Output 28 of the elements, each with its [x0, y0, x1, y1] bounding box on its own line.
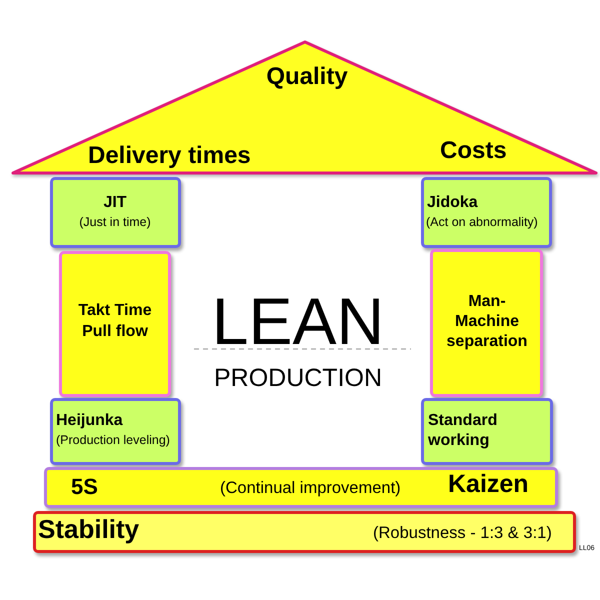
foundation-bar [33, 511, 576, 553]
note-text: (Production leveling) [56, 433, 170, 448]
pillar-block [421, 398, 553, 465]
heading-text: Delivery times [88, 142, 251, 170]
heading-text: Heijunka [56, 412, 123, 430]
pillar-block [59, 251, 171, 397]
pillar-block [50, 398, 181, 465]
roof-triangle [10, 40, 600, 176]
note-text: (Continual improvement) [220, 479, 401, 498]
title-text: LEAN [212, 295, 384, 348]
heading-text: Costs [440, 137, 507, 165]
heading-text: Takt Time Pull flow [77, 301, 153, 342]
foundation-bar [44, 467, 558, 508]
pillar-block [421, 177, 552, 248]
note-text: (Act on abnormality) [426, 215, 538, 230]
pillar-block [50, 177, 181, 248]
heading-text: Standard working [428, 411, 498, 451]
heading-text: Man-Machine separation [446, 292, 528, 352]
subtitle-text: PRODUCTION [214, 364, 382, 393]
heading-text: JIT [103, 194, 127, 212]
heading-text: Stability [38, 515, 140, 545]
note-text: (Just in time) [79, 215, 151, 230]
heading-text: Quality [266, 63, 348, 91]
heading-text: 5S [71, 474, 98, 500]
heading-text: Kaizen [448, 470, 529, 499]
pillar-block [430, 249, 543, 397]
note-text: (Robustness - 1:3 & 3:1) [373, 524, 552, 543]
heading-text: Jidoka [427, 194, 478, 212]
